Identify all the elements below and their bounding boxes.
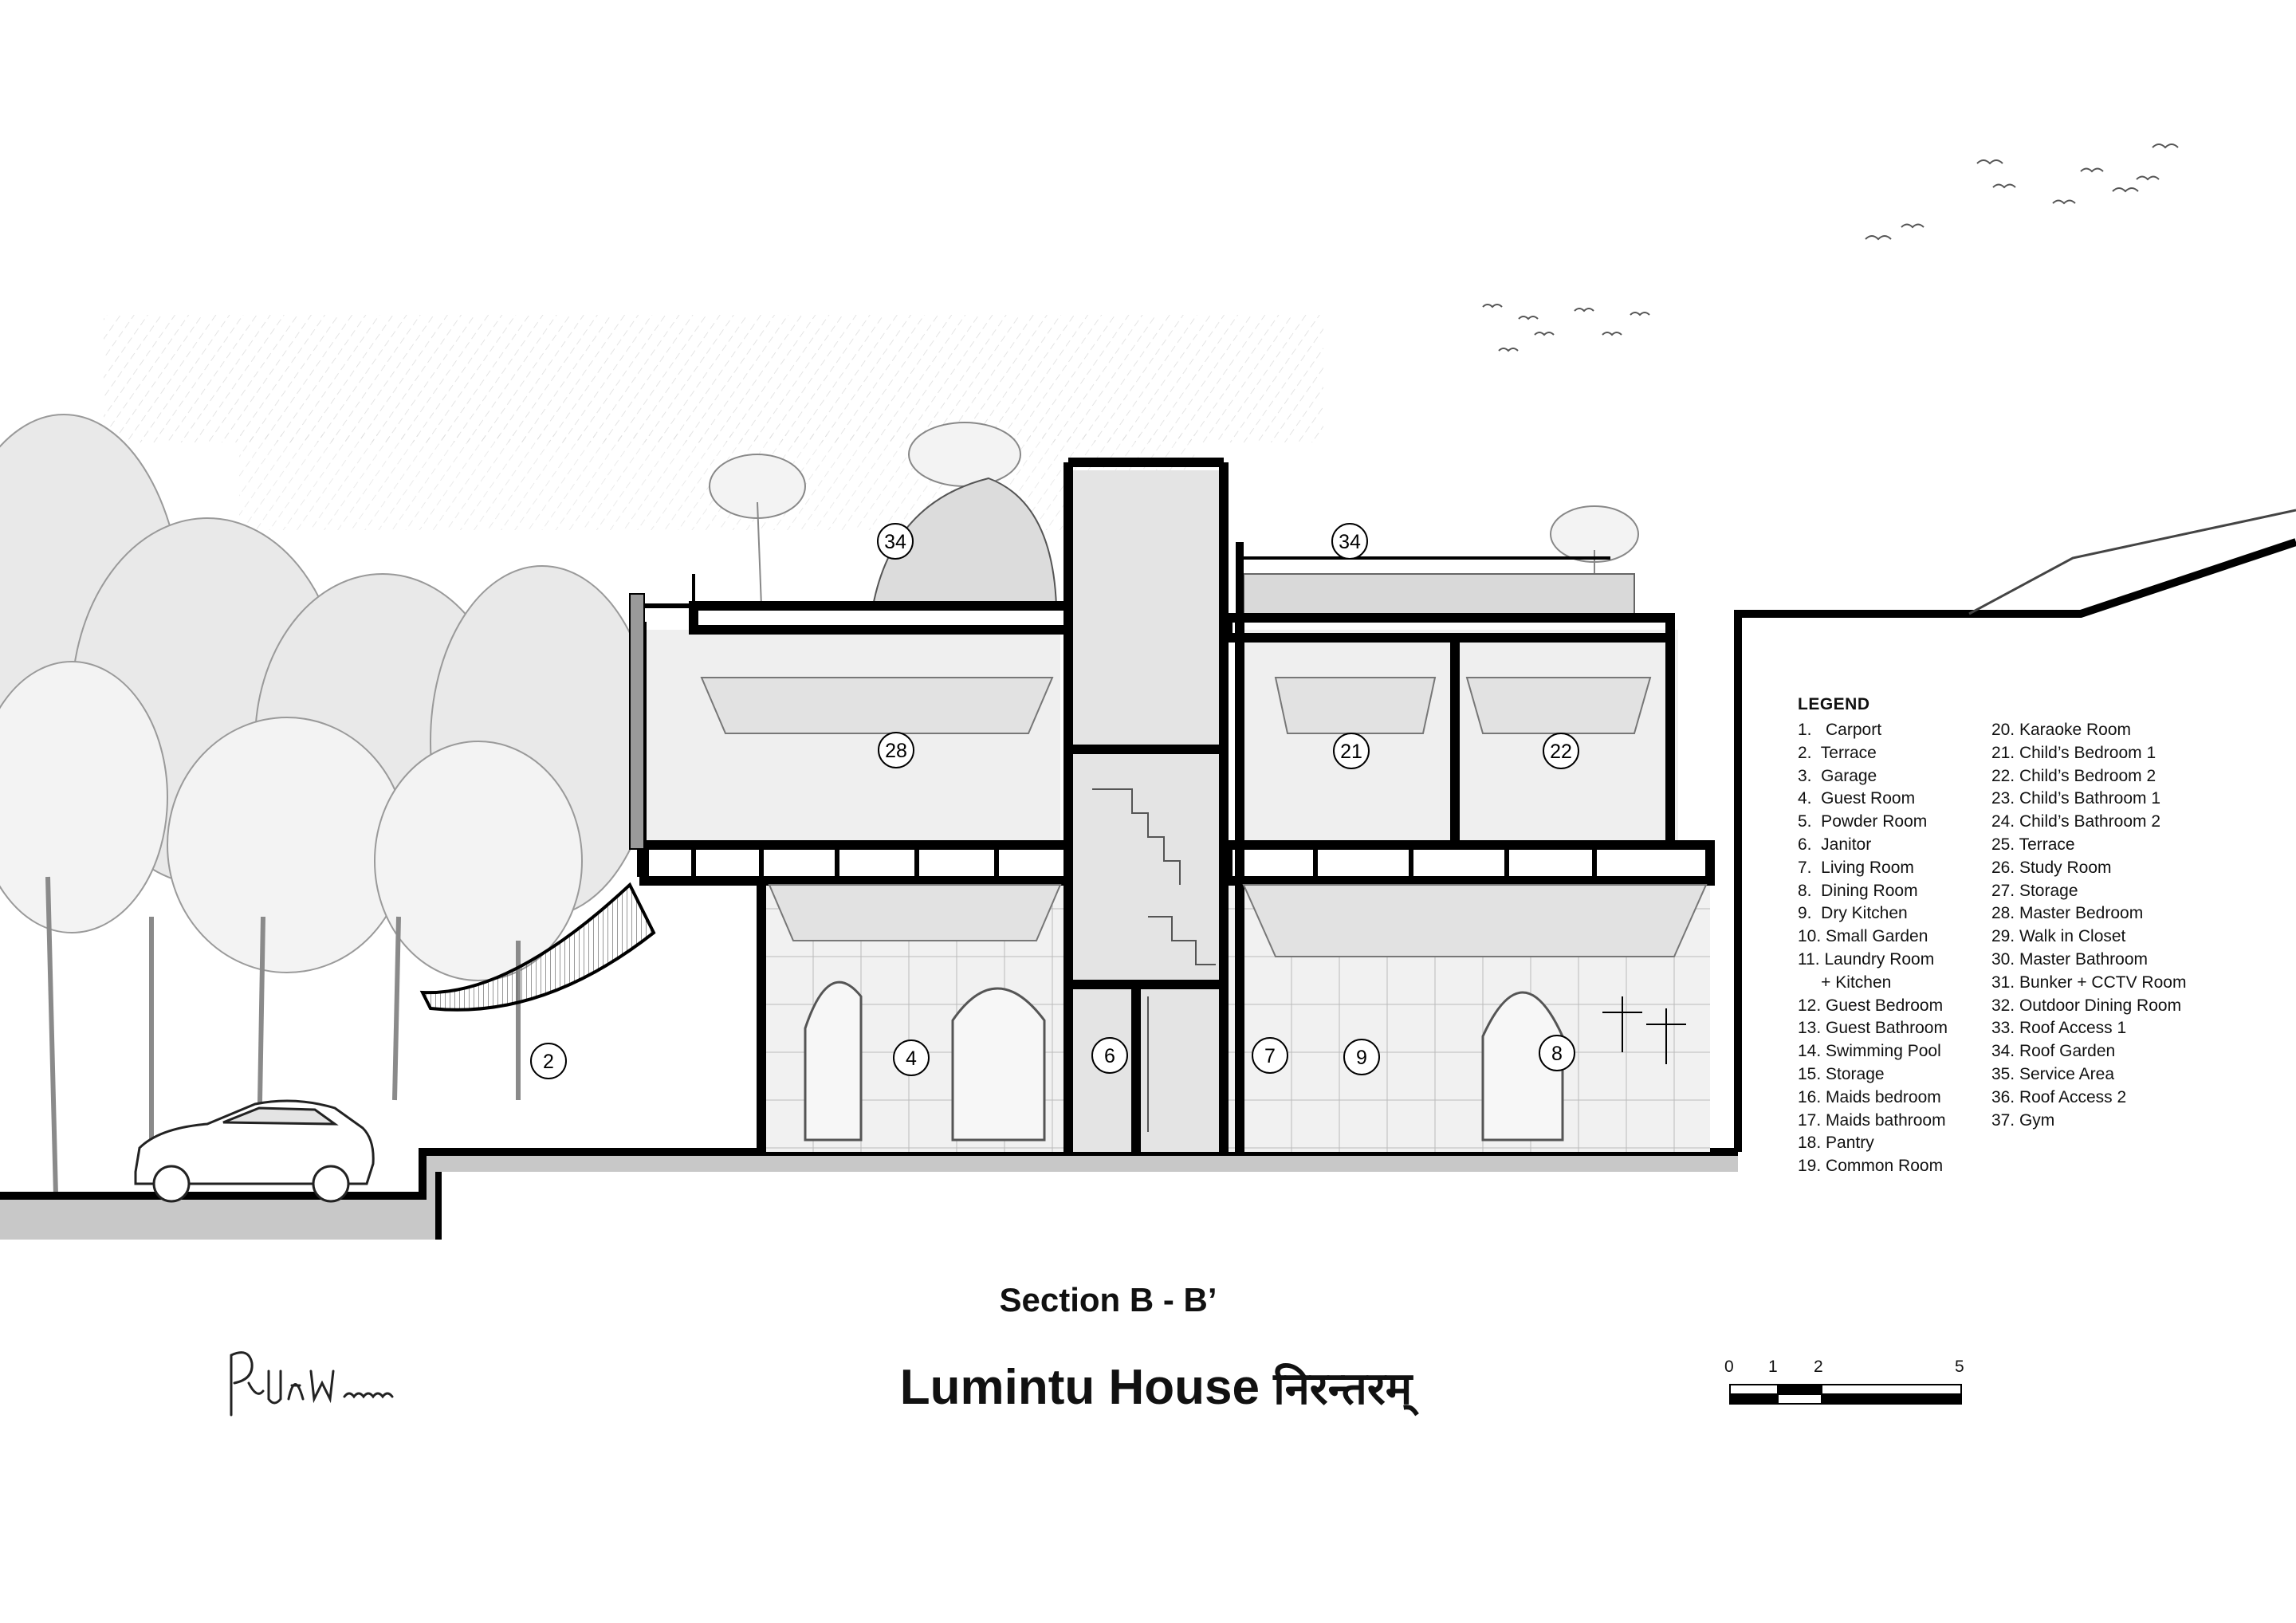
svg-text:21: 21 bbox=[1340, 741, 1362, 763]
legend-item: 21. Child’s Bedroom 1 bbox=[1991, 743, 2156, 762]
svg-text:8: 8 bbox=[1551, 1043, 1563, 1065]
section-title: Section B - B’ bbox=[999, 1281, 1217, 1318]
legend-title: LEGEND bbox=[1798, 695, 1870, 713]
legend-item: 25. Terrace bbox=[1991, 835, 2075, 854]
legend-column-right: 20. Karaoke Room 21. Child’s Bedroom 1 2… bbox=[1991, 719, 2187, 1178]
legend-item: 5. Powder Room bbox=[1798, 812, 1928, 831]
scale-label-2: 2 bbox=[1814, 1358, 1823, 1376]
room-tag-terrace: 2 bbox=[530, 1043, 567, 1079]
room-tag-guest-room: 4 bbox=[893, 1039, 930, 1076]
legend-item: 31. Bunker + CCTV Room bbox=[1991, 973, 2187, 992]
project-title: Lumintu House निरन्तरम् bbox=[797, 1357, 1515, 1417]
legend-item: 11. Laundry Room bbox=[1798, 949, 1935, 969]
room-tag-master-bedroom: 28 bbox=[878, 732, 914, 768]
legend-item: 17. Maids bathroom bbox=[1798, 1110, 1946, 1130]
building-section bbox=[629, 458, 1715, 1156]
svg-text:34: 34 bbox=[1339, 531, 1361, 553]
legend-item: 20. Karaoke Room bbox=[1991, 721, 2132, 739]
legend-item: 7. Living Room bbox=[1798, 858, 1914, 877]
project-title-text: Lumintu House bbox=[899, 1360, 1260, 1415]
legend-item: 29. Walk in Closet bbox=[1991, 927, 2126, 946]
svg-text:22: 22 bbox=[1550, 741, 1572, 763]
room-tag-roof-garden-left: 34 bbox=[877, 523, 914, 560]
room-tag-dining-room: 8 bbox=[1539, 1035, 1575, 1071]
legend-item: 26. Study Room bbox=[1991, 858, 2112, 877]
svg-text:6: 6 bbox=[1104, 1045, 1115, 1067]
legend-item: 4. Guest Room bbox=[1798, 789, 1916, 808]
legend-column-left: 1. Carport 2. Terrace 3. Garage 4. Guest… bbox=[1798, 719, 1948, 1178]
scale-label-0: 0 bbox=[1724, 1358, 1734, 1376]
project-title-script: निरन्तरम् bbox=[1273, 1363, 1413, 1415]
svg-text:34: 34 bbox=[884, 531, 906, 553]
legend-item: 23. Child’s Bathroom 1 bbox=[1991, 789, 2160, 808]
legend-item: 1. Carport bbox=[1798, 721, 1882, 739]
legend-item: 32. Outdoor Dining Room bbox=[1991, 996, 2182, 1015]
legend: LEGEND 1. Carport 2. Terrace 3. Garage 4… bbox=[1798, 695, 2244, 1178]
legend-item: 22. Child’s Bedroom 2 bbox=[1991, 766, 2156, 785]
scale-bar bbox=[1729, 1384, 1962, 1405]
svg-text:9: 9 bbox=[1356, 1047, 1367, 1069]
legend-item: 36. Roof Access 2 bbox=[1991, 1087, 2127, 1106]
legend-item: 12. Guest Bedroom bbox=[1798, 996, 1944, 1015]
svg-text:2: 2 bbox=[543, 1051, 554, 1073]
svg-text:28: 28 bbox=[885, 740, 907, 762]
legend-item: 37. Gym bbox=[1991, 1110, 2055, 1130]
legend-item: 27. Storage bbox=[1991, 881, 2078, 900]
legend-item: 10. Small Garden bbox=[1798, 927, 1928, 946]
scale-label-5: 5 bbox=[1955, 1358, 1964, 1376]
legend-item: 15. Storage bbox=[1798, 1064, 1885, 1083]
legend-item: 33. Roof Access 1 bbox=[1991, 1019, 2127, 1038]
dragonfly-icons bbox=[1602, 996, 1686, 1064]
firm-logo bbox=[230, 1351, 394, 1417]
legend-item: 8. Dining Room bbox=[1798, 881, 1918, 900]
legend-item: 19. Common Room bbox=[1798, 1157, 1944, 1176]
legend-item: 24. Child’s Bathroom 2 bbox=[1991, 812, 2160, 831]
legend-item: 34. Roof Garden bbox=[1991, 1042, 2116, 1061]
birds bbox=[1482, 143, 2179, 352]
legend-item: 2. Terrace bbox=[1798, 743, 1877, 762]
room-tag-living-room: 7 bbox=[1252, 1037, 1288, 1074]
svg-text:7: 7 bbox=[1264, 1045, 1276, 1067]
legend-item: 30. Master Bathroom bbox=[1991, 949, 2149, 969]
legend-item: 13. Guest Bathroom bbox=[1798, 1019, 1948, 1038]
trees bbox=[0, 414, 1639, 1197]
svg-text:4: 4 bbox=[906, 1047, 917, 1070]
legend-item: + Kitchen bbox=[1798, 973, 1892, 992]
legend-item: 3. Garage bbox=[1798, 766, 1877, 785]
legend-item: 14. Swimming Pool bbox=[1798, 1042, 1941, 1061]
legend-item: 35. Service Area bbox=[1991, 1064, 2115, 1083]
scale-label-1: 1 bbox=[1768, 1358, 1778, 1376]
room-tag-dry-kitchen: 9 bbox=[1343, 1039, 1380, 1075]
canopy-roof bbox=[419, 882, 656, 1012]
room-tag-roof-garden-right: 34 bbox=[1331, 523, 1368, 560]
room-tag-childs-bedroom-1: 21 bbox=[1333, 733, 1370, 769]
car bbox=[134, 1099, 375, 1203]
room-tag-janitor: 6 bbox=[1091, 1037, 1128, 1074]
legend-item: 28. Master Bedroom bbox=[1991, 904, 2144, 923]
room-tag-childs-bedroom-2: 22 bbox=[1543, 733, 1579, 769]
legend-item: 6. Janitor bbox=[1798, 835, 1872, 854]
legend-item: 18. Pantry bbox=[1798, 1134, 1874, 1153]
legend-item: 16. Maids bedroom bbox=[1798, 1087, 1941, 1106]
legend-item: 9. Dry Kitchen bbox=[1798, 904, 1908, 923]
